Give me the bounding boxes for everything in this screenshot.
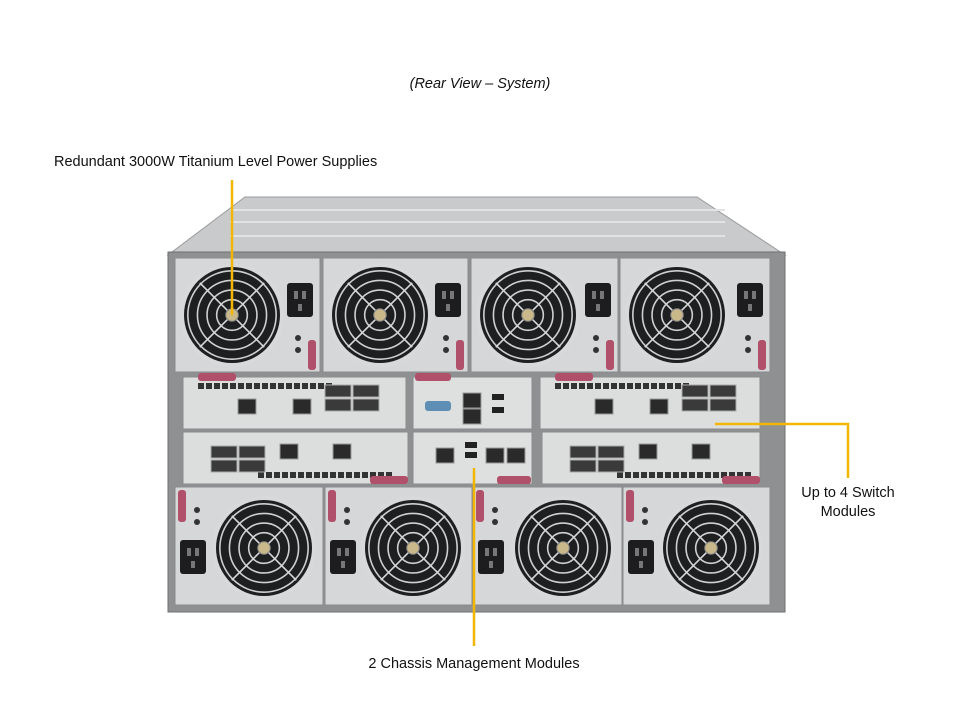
power-inlet-icon [585, 283, 611, 317]
power-inlet-icon [180, 540, 206, 574]
power-supply-top-4 [619, 257, 771, 373]
switch-modules-callout-label: Up to 4 Switch Modules [801, 485, 895, 520]
led-icon [344, 507, 350, 513]
led-icon [745, 347, 751, 353]
power-supply-bottom-2 [324, 486, 473, 606]
release-handle [456, 340, 464, 370]
release-handle [606, 340, 614, 370]
rj45-port-icon [691, 443, 711, 460]
release-handle [328, 490, 336, 522]
release-handle [497, 476, 531, 484]
power-inlet-icon [737, 283, 763, 317]
power-supplies-callout-label: Redundant 3000W Titanium Level Power Sup… [54, 154, 378, 170]
led-icon [344, 519, 350, 525]
rj45-port-icon [506, 447, 526, 464]
power-inlet-icon [628, 540, 654, 574]
qsfp-ports-icon [324, 384, 380, 412]
switch-modules-callout-line [715, 422, 850, 478]
release-handle [626, 490, 634, 522]
switch-module-3 [182, 431, 409, 485]
led-icon [194, 519, 200, 525]
release-handle [198, 373, 236, 381]
fan-icon [625, 263, 729, 367]
usb-port-icon [492, 407, 504, 413]
rj45-port-icon [279, 443, 299, 460]
cmm-callout-label: 2 Chassis Management Modules [368, 656, 580, 672]
diagram-title: (Rear View – System) [409, 76, 551, 92]
chassis-management-module-2 [412, 431, 533, 485]
rj45-port-icon [638, 443, 658, 460]
led-icon [642, 519, 648, 525]
rj45-port-icon [485, 447, 505, 464]
led-icon [443, 347, 449, 353]
fan-icon [361, 496, 465, 600]
fan-icon [212, 496, 316, 600]
serial-port-icon [425, 401, 451, 411]
led-icon [295, 347, 301, 353]
led-icon [642, 507, 648, 513]
vent-grille [617, 472, 751, 478]
led-icon [593, 335, 599, 341]
switch-module-2 [539, 373, 761, 430]
release-handle [722, 476, 760, 484]
rj45-port-icon [332, 443, 352, 460]
fan-icon [511, 496, 615, 600]
usb-port-icon [465, 442, 477, 448]
rj45-port-icon [237, 398, 257, 415]
led-icon [443, 335, 449, 341]
fan-icon [476, 263, 580, 367]
power-supply-bottom-1 [174, 486, 324, 606]
led-icon [295, 335, 301, 341]
qsfp-ports-icon [210, 445, 266, 473]
power-supply-bottom-3 [472, 486, 623, 606]
rj45-port-icon [594, 398, 614, 415]
usb-port-icon [492, 394, 504, 400]
chassis-management-module-1 [412, 373, 533, 430]
vent-grille [198, 383, 332, 389]
usb-port-icon [465, 452, 477, 458]
release-handle [476, 490, 484, 522]
fan-icon [328, 263, 432, 367]
power-inlet-icon [330, 540, 356, 574]
power-supply-top-3 [470, 257, 619, 373]
rj45-port-icon [292, 398, 312, 415]
led-icon [492, 507, 498, 513]
power-supply-bottom-4 [622, 486, 771, 606]
switch-module-1 [182, 373, 407, 430]
power-inlet-icon [287, 283, 313, 317]
qsfp-ports-icon [681, 384, 737, 412]
rj45-port-icon [435, 447, 455, 464]
led-icon [194, 507, 200, 513]
led-icon [492, 519, 498, 525]
power-inlet-icon [478, 540, 504, 574]
power-supply-top-2 [322, 257, 469, 373]
release-handle [758, 340, 766, 370]
release-handle [308, 340, 316, 370]
callout-lines [230, 180, 850, 646]
rj45-port-icon [649, 398, 669, 415]
vent-grille [555, 383, 689, 389]
power-supply-top-1 [174, 257, 321, 373]
led-icon [745, 335, 751, 341]
release-handle [555, 373, 593, 381]
power-inlet-icon [435, 283, 461, 317]
rj45-port-icon [462, 408, 482, 425]
fan-icon [659, 496, 763, 600]
switch-module-4 [541, 431, 761, 485]
rj45-port-icon [462, 392, 482, 409]
led-icon [593, 347, 599, 353]
release-handle [415, 373, 451, 381]
release-handle [178, 490, 186, 522]
chassis-top-cover [166, 196, 787, 256]
qsfp-ports-icon [569, 445, 625, 473]
release-handle [370, 476, 408, 484]
vent-grille [258, 472, 392, 478]
